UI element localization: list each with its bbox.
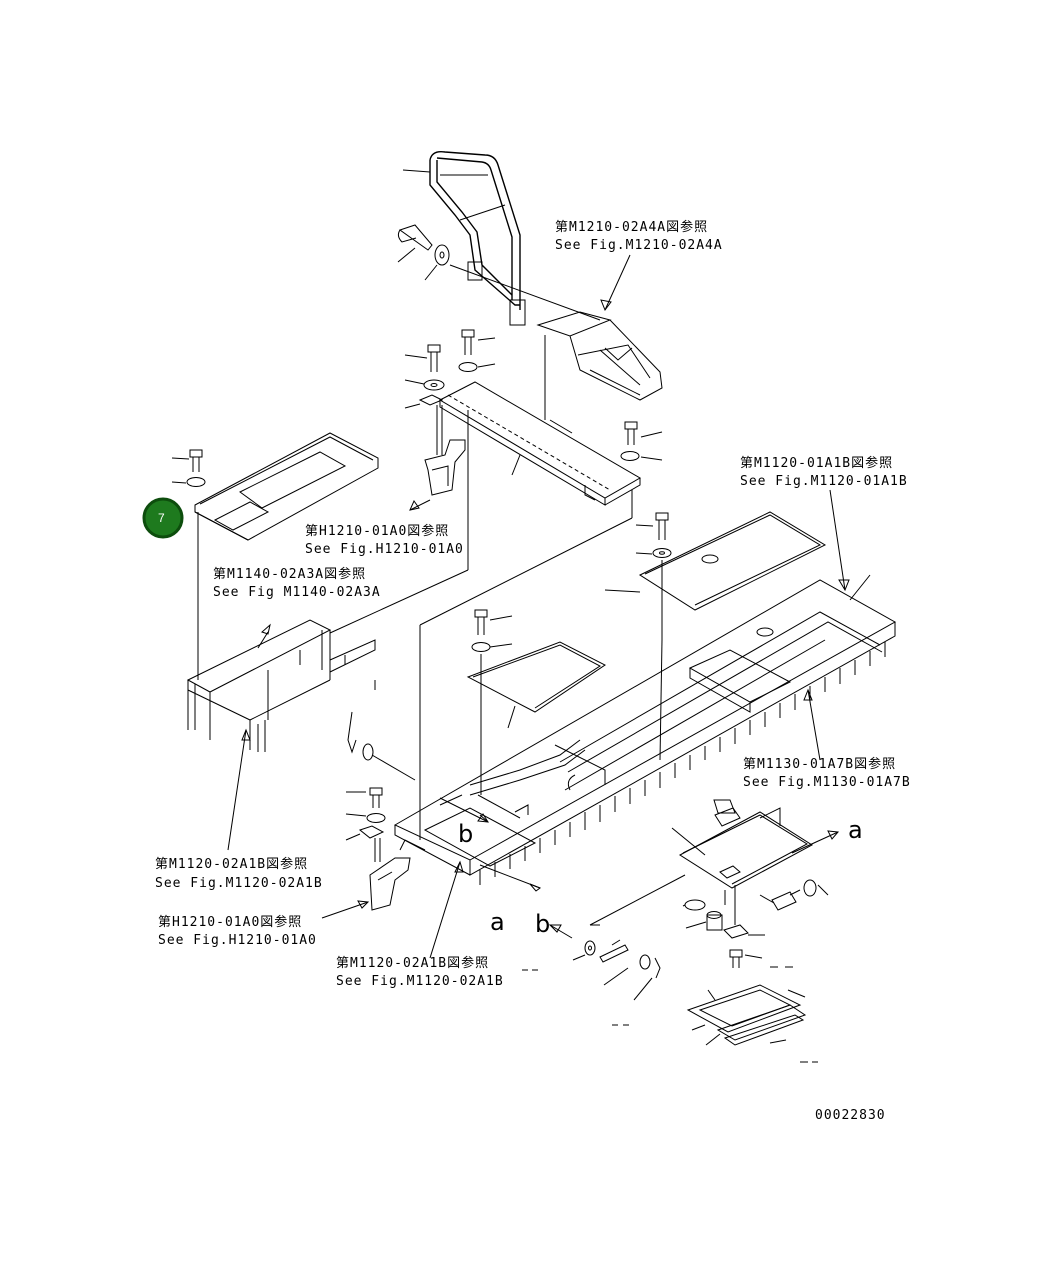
small-parts-left (345, 711, 489, 911)
marker-a-bottom: a (490, 908, 505, 936)
leader-lines (329, 410, 633, 840)
badge-number: 7 (158, 511, 165, 525)
ref-m1140-02a3a-jp: 第M1140-02A3A図参照 (213, 566, 366, 582)
ref-m1120-02a1b-center-jp: 第M1120-02A1B図参照 (336, 955, 489, 971)
right-upper-plate (604, 511, 827, 637)
ref-m1120-01a1b-jp: 第M1120-01A1B図参照 (740, 455, 893, 471)
ref-m1130-01a7b-jp: 第M1130-01A7B図参照 (743, 756, 896, 772)
marker-a-right: a (848, 816, 863, 844)
step-bracket (536, 254, 663, 420)
handrail (402, 150, 526, 326)
ref-m1120-02a1b-center-en: See Fig.M1120-02A1B (336, 974, 504, 989)
center-small-plate (466, 609, 606, 795)
ref-m1210-02a4a-en: See Fig.M1210-02A4A (555, 238, 723, 253)
ref-h1210-01a0-bottom-jp: 第H1210-01A0図参照 (158, 914, 302, 930)
ref-m1120-02a1b-left-en: See Fig.M1120-02A1B (155, 876, 323, 891)
bolt-set-right (635, 512, 672, 761)
ref-m1210-02a4a-jp: 第M1210-02A4A図参照 (555, 219, 708, 235)
main-frame (393, 574, 897, 885)
marker-b-middle: b (458, 820, 473, 848)
marker-b-bottom: b (535, 910, 550, 938)
ref-m1120-02a1b-left-jp: 第M1120-02A1B図参照 (155, 856, 308, 872)
drawing-number: 00022830 (815, 1108, 886, 1123)
upper-cover-plate (438, 381, 642, 506)
reference-arrows (227, 489, 850, 959)
ref-m1140-02a3a-en: See Fig M1140-02A3A (213, 585, 381, 600)
ref-m1130-01a7b-en: See Fig.M1130-01A7B (743, 775, 911, 790)
bottom-pins (479, 864, 686, 1026)
lower-right-plate (671, 799, 840, 968)
ref-h1210-01a0-top-jp: 第H1210-01A0図参照 (305, 523, 449, 539)
left-frame (186, 619, 376, 752)
ref-h1210-01a0-bottom-en: See Fig.H1210-01A0 (158, 933, 317, 948)
floor-mats (686, 984, 818, 1063)
ref-m1120-01a1b-en: See Fig.M1120-01A1B (740, 474, 908, 489)
bolt-set-upper (404, 329, 663, 461)
bracket-upper (409, 405, 466, 511)
callout-badge[interactable]: 7 (142, 497, 184, 539)
handrail-bolt (397, 224, 601, 321)
ref-h1210-01a0-top-en: See Fig.H1210-01A0 (305, 542, 464, 557)
left-top-plate (171, 432, 379, 680)
